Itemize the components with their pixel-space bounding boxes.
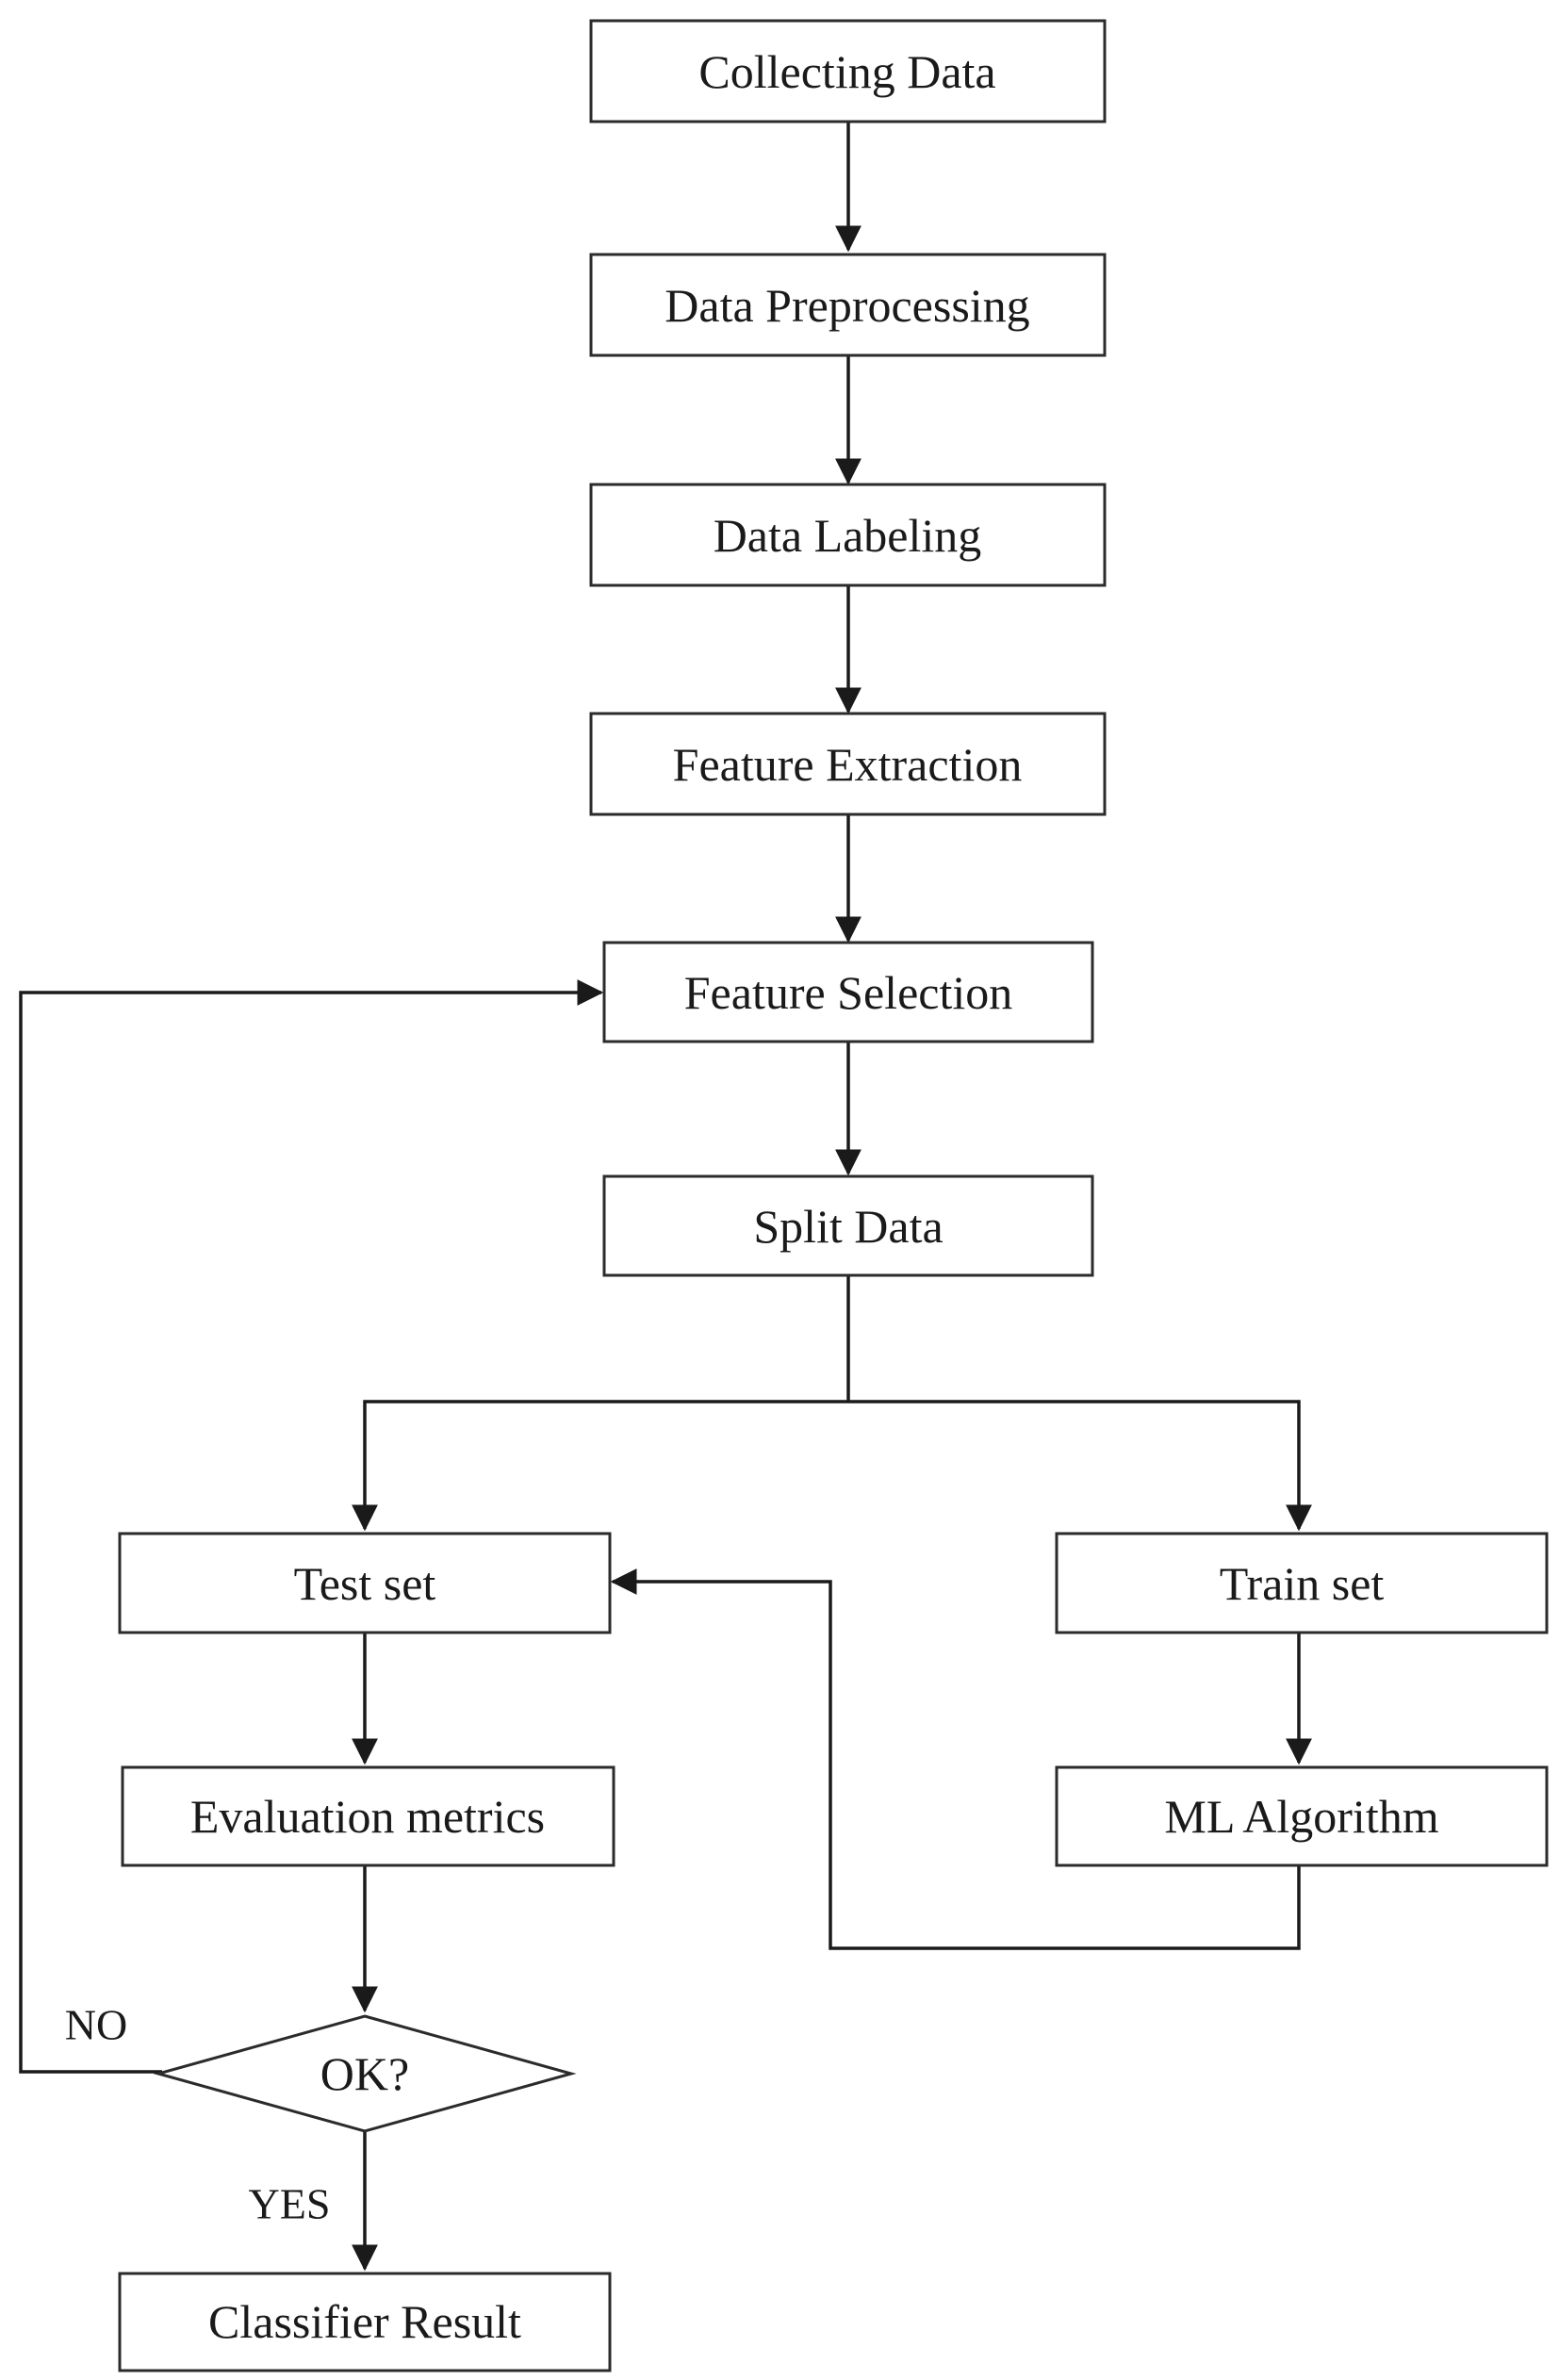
- node-decision-ok-label: OK?: [320, 2047, 409, 2100]
- node-ml-algorithm-label: ML Algorithm: [1164, 1790, 1438, 1843]
- node-feature-extraction: Feature Extraction: [589, 712, 1107, 816]
- edge-split-to-test: [352, 1400, 848, 1532]
- node-feature-selection-label: Feature Selection: [684, 966, 1013, 1019]
- node-split-data-label: Split Data: [753, 1200, 943, 1253]
- node-split-data: Split Data: [602, 1174, 1094, 1277]
- node-collecting-data-label: Collecting Data: [698, 45, 995, 98]
- node-classifier-result-label: Classifier Result: [208, 2295, 521, 2348]
- node-data-labeling-label: Data Labeling: [714, 509, 982, 562]
- node-feature-extraction-label: Feature Extraction: [673, 738, 1023, 791]
- node-ml-algorithm: ML Algorithm: [1055, 1765, 1549, 1867]
- nodes: Collecting Data Data Preprocessing Data …: [118, 19, 1549, 2372]
- node-data-labeling: Data Labeling: [589, 483, 1107, 587]
- edge-split-to-train: [848, 1400, 1312, 1532]
- node-train-set-label: Train set: [1220, 1557, 1385, 1610]
- edges: [19, 123, 1312, 2272]
- edge-labels: NO YES: [65, 2001, 331, 2228]
- node-collecting-data: Collecting Data: [589, 19, 1107, 123]
- node-test-set: Test set: [118, 1532, 612, 1634]
- edge-decision-no-to-selection: [19, 979, 604, 2074]
- edge-label-no: NO: [65, 2001, 127, 2049]
- edge-ml-to-test: [610, 1568, 1301, 1950]
- edge-label-yes: YES: [249, 2180, 331, 2228]
- node-evaluation-metrics: Evaluation metrics: [121, 1765, 615, 1867]
- node-feature-selection: Feature Selection: [602, 941, 1094, 1043]
- node-classifier-result: Classifier Result: [118, 2272, 612, 2372]
- node-data-preprocessing-label: Data Preprocessing: [665, 279, 1029, 332]
- node-test-set-label: Test set: [294, 1557, 436, 1610]
- node-data-preprocessing: Data Preprocessing: [589, 253, 1107, 357]
- node-train-set: Train set: [1055, 1532, 1549, 1634]
- node-decision-ok: OK?: [153, 2014, 577, 2133]
- node-evaluation-metrics-label: Evaluation metrics: [190, 1790, 545, 1843]
